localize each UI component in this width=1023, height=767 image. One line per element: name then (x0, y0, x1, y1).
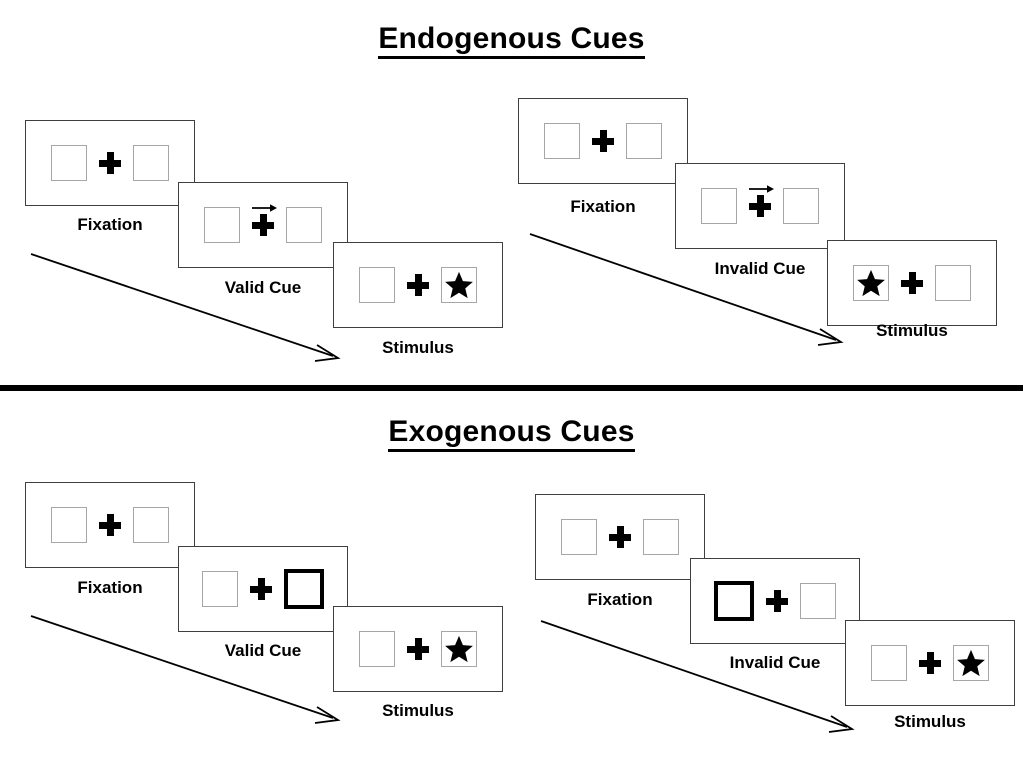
panel-content (359, 629, 477, 669)
fixation-area (87, 143, 133, 183)
right-box (441, 631, 477, 667)
section-divider (0, 385, 1023, 391)
diagonal-arrow-icon (540, 620, 855, 733)
diagonal-arrow-icon (529, 233, 844, 346)
trial-panel-invalid-cue (675, 163, 845, 249)
panel-content (51, 143, 169, 183)
panel-content (204, 204, 322, 245)
panel-content (561, 517, 679, 557)
trial-panel-stimulus (333, 606, 503, 692)
right-box (441, 267, 477, 303)
left-box (701, 188, 737, 224)
right-box (133, 507, 169, 543)
plus-icon (250, 578, 272, 600)
panel-content (202, 569, 324, 609)
panel-caption-stimulus: Stimulus (382, 338, 454, 357)
plus-icon (99, 514, 121, 536)
panel-caption-fixation: Fixation (77, 578, 143, 597)
right-box-cued (284, 569, 324, 609)
plus-icon (749, 195, 771, 217)
right-box (286, 207, 322, 243)
fixation-area (754, 581, 800, 621)
trial-panel-fixation (25, 120, 195, 206)
fixation-area (737, 185, 783, 226)
plus-icon (919, 652, 941, 674)
trial-panel-invalid-cue (690, 558, 860, 644)
left-box (51, 507, 87, 543)
left-box (359, 631, 395, 667)
panel-content (544, 121, 662, 161)
plus-icon (407, 274, 429, 296)
plus-icon (901, 272, 923, 294)
plus-icon (407, 638, 429, 660)
plus-icon (99, 152, 121, 174)
fixation-area (597, 517, 643, 557)
trial-panel-valid-cue (178, 182, 348, 268)
section-title-exogenous: Exogenous Cues (0, 415, 1023, 452)
left-box (204, 207, 240, 243)
star-icon (957, 649, 985, 677)
left-box-cued (714, 581, 754, 621)
right-box (643, 519, 679, 555)
panel-content (714, 581, 836, 621)
trial-panel-stimulus (845, 620, 1015, 706)
panel-caption-fixation: Fixation (77, 215, 143, 234)
fixation-area (240, 204, 286, 245)
panel-caption-invalid-cue: Invalid Cue (714, 259, 806, 278)
panel-caption-valid-cue: Valid Cue (224, 641, 302, 660)
panel-caption-fixation: Fixation (587, 590, 653, 609)
diagonal-arrow-icon (30, 253, 341, 362)
trial-panel-fixation (25, 482, 195, 568)
panel-content (51, 505, 169, 545)
left-box (544, 123, 580, 159)
panel-caption-valid-cue: Valid Cue (224, 278, 302, 297)
section-title-exogenous-text: Exogenous Cues (388, 415, 635, 452)
right-box (626, 123, 662, 159)
right-box (783, 188, 819, 224)
trial-panel-stimulus (333, 242, 503, 328)
diagonal-arrow-icon (30, 615, 341, 724)
right-box (953, 645, 989, 681)
left-box (51, 145, 87, 181)
trial-panel-fixation (518, 98, 688, 184)
right-box (800, 583, 836, 619)
panel-content (853, 263, 971, 303)
panel-caption-stimulus: Stimulus (382, 701, 454, 720)
section-title-endogenous-text: Endogenous Cues (378, 22, 645, 59)
left-box (871, 645, 907, 681)
fixation-area (889, 263, 935, 303)
trial-panel-fixation (535, 494, 705, 580)
fixation-area (907, 643, 953, 683)
plus-icon (252, 214, 274, 236)
trial-panel-stimulus (827, 240, 997, 326)
left-box (853, 265, 889, 301)
star-icon (857, 269, 885, 297)
panel-content (359, 265, 477, 305)
panel-caption-invalid-cue: Invalid Cue (729, 653, 821, 672)
section-title-endogenous: Endogenous Cues (0, 22, 1023, 59)
plus-icon (592, 130, 614, 152)
star-icon (445, 271, 473, 299)
fixation-area (87, 505, 133, 545)
panel-content (871, 643, 989, 683)
plus-icon (766, 590, 788, 612)
arrow-right-icon (252, 204, 277, 212)
left-box (202, 571, 238, 607)
star-icon (445, 635, 473, 663)
plus-icon (609, 526, 631, 548)
trial-panel-valid-cue (178, 546, 348, 632)
right-box (935, 265, 971, 301)
panel-content (701, 185, 819, 226)
left-box (561, 519, 597, 555)
fixation-area (395, 629, 441, 669)
right-box (133, 145, 169, 181)
arrow-right-icon (749, 185, 774, 193)
fixation-area (580, 121, 626, 161)
left-box (359, 267, 395, 303)
panel-caption-stimulus: Stimulus (894, 712, 966, 731)
fixation-area (395, 265, 441, 305)
fixation-area (238, 569, 284, 609)
panel-caption-stimulus: Stimulus (876, 321, 948, 340)
panel-caption-fixation: Fixation (570, 197, 636, 216)
